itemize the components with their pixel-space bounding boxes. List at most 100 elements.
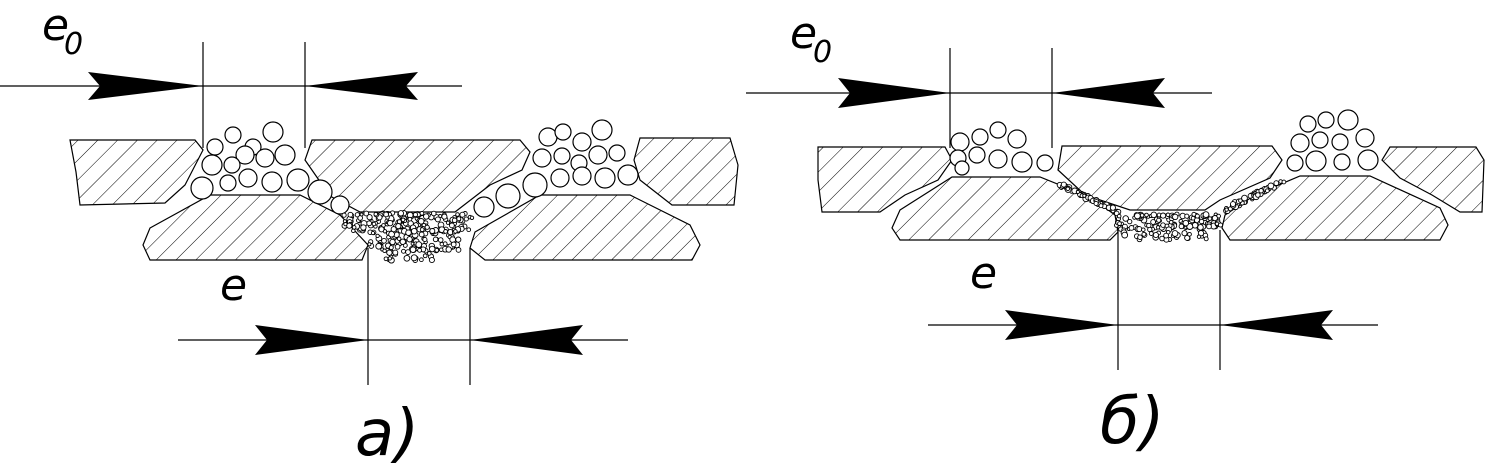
fine-grain [1109,204,1116,211]
fine-grain [1238,198,1243,203]
fine-grain [428,245,436,253]
panel-a-upper-right-plate [633,137,739,206]
fine-grain [400,217,406,223]
fine-grain [455,212,460,217]
fine-grain [443,229,448,234]
panel-a-top-gap-subscript: 0 [64,27,83,62]
fine-grain [445,246,452,253]
fine-grain [405,229,412,236]
fine-grain [1156,217,1162,223]
fine-grain [396,236,402,241]
fine-grain [1165,212,1171,218]
fine-grain [419,210,425,216]
fine-grain [1065,186,1071,192]
fine-grain [1098,203,1104,209]
fine-grain [390,226,397,233]
panel-a-bottom-gap-label: e [220,260,247,311]
fine-grain [1184,213,1190,219]
fine-grain [406,236,413,243]
fine-grain [403,254,411,262]
fine-grain [1194,213,1200,219]
fine-grain [1134,212,1141,220]
fine-grain [1171,230,1179,237]
fine-grain [455,236,462,243]
fine-grain [1187,231,1192,237]
fine-grain [1206,223,1212,230]
fine-grain [1264,188,1270,194]
fine-grain [381,237,387,244]
fine-grain [1139,213,1145,218]
fine-grain [381,223,386,228]
panel-a-bottom-left-arrow [255,325,368,355]
panel-b-top-gap-label: e [790,8,817,59]
fine-grain [1121,231,1129,239]
fine-grain [1160,222,1166,228]
fine-grain [1172,213,1179,221]
fine-grain [1202,211,1210,218]
fine-grain [422,236,428,243]
panel-a-upper-middle-plate [304,139,531,213]
fine-grain [410,227,418,235]
fine-grain [1128,225,1135,231]
fine-grain [419,227,425,232]
fine-grain [1258,188,1264,194]
panel-b-top-right-arrow [1052,78,1165,108]
fine-grain [431,210,437,217]
fine-grain [409,246,417,253]
fine-grain [386,249,393,256]
fine-grain [1082,193,1087,198]
fine-grain [375,233,380,239]
fine-grain [1182,219,1190,227]
panel-b: e 0 [746,8,1485,459]
fine-grain [1150,211,1158,219]
fine-grain [453,229,458,234]
fine-grain [418,231,425,238]
fine-grain [1198,218,1205,225]
fine-grain [387,256,393,261]
fine-grain [366,220,373,227]
fine-grain [1184,234,1191,241]
fine-grain [1136,226,1143,233]
panel-b-upper-right-plate [1381,146,1485,213]
fine-grain [1196,234,1202,239]
fine-grain [1241,194,1248,202]
panel-b-coarse-grains-right [1286,109,1379,172]
fine-grain [1144,212,1149,218]
fine-grain [346,222,353,229]
fine-grain [449,222,455,229]
fine-grain [1207,216,1213,221]
panel-a-lower-right-plate [469,194,701,261]
fine-grain [375,242,383,250]
panel-b-top-left-arrow [838,78,950,108]
fine-grain [405,249,411,255]
fine-grain [1168,219,1174,225]
fine-grain [442,241,448,247]
fine-grain [1141,231,1147,237]
fine-grain [1141,227,1146,232]
fine-grain [1150,219,1156,225]
fine-grain [1159,235,1165,242]
fine-grain [1116,213,1122,219]
panel-b-caption: б) [1100,385,1164,459]
fine-grain [434,247,440,253]
fine-grain [388,245,394,251]
panel-a: e 0 [0,0,739,463]
fine-grain [429,228,436,234]
fine-grain [1197,230,1205,237]
fine-grain [456,216,462,222]
fine-grain [382,229,388,234]
fine-grain [466,227,472,233]
fine-grain [1137,234,1143,240]
fine-grain [387,219,394,227]
fine-grain [1273,180,1280,186]
fine-grain [438,247,444,252]
fine-grain [394,243,401,250]
panel-b-upper-middle-plate [1057,145,1283,211]
fine-grain [1117,221,1122,226]
fine-grain [373,211,379,217]
fine-grain [455,247,462,253]
fine-grain [367,242,372,247]
fine-grain [1075,189,1080,195]
fine-grain [422,253,428,259]
